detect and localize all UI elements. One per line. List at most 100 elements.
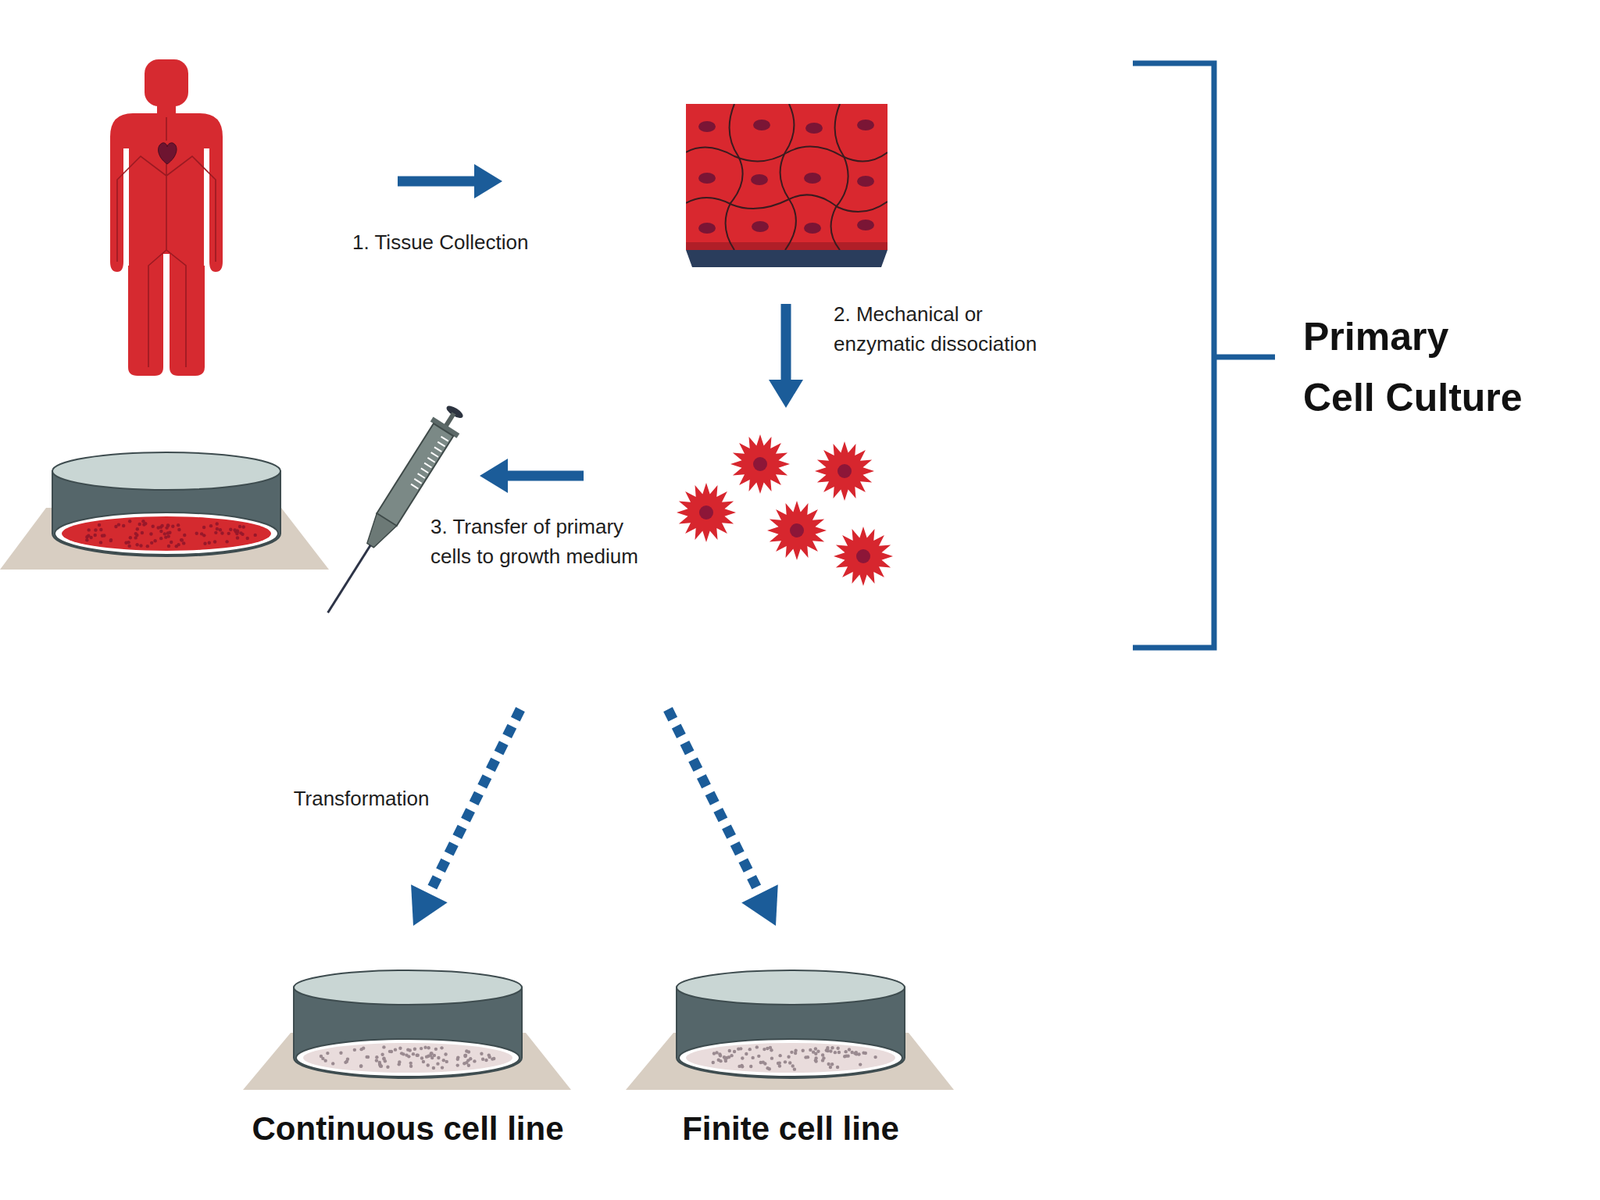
cell-dot xyxy=(788,1060,792,1065)
cell-dot xyxy=(439,1046,443,1050)
cell-dot xyxy=(853,1051,857,1055)
arrow-shaft xyxy=(506,471,584,482)
cell-dot xyxy=(792,1067,797,1071)
graduation xyxy=(414,478,422,484)
cell-dot xyxy=(146,544,150,548)
cell-dot xyxy=(121,524,125,528)
cell-dot xyxy=(343,1060,347,1065)
cell-dot xyxy=(135,542,139,547)
cell-dot xyxy=(718,1059,722,1063)
cell-dot xyxy=(353,1048,357,1052)
cell-dot xyxy=(128,519,132,523)
cell-dot xyxy=(426,1054,430,1058)
primary-dish xyxy=(0,452,329,570)
cell-dot xyxy=(127,544,131,548)
cell-dot xyxy=(235,532,239,536)
cell-dot xyxy=(445,1060,449,1064)
cell-dot xyxy=(388,1050,392,1054)
cell-dot xyxy=(711,1060,715,1065)
cell-dot xyxy=(171,525,175,529)
cell-dot xyxy=(770,1056,774,1060)
cell-dot xyxy=(359,1064,363,1068)
cell-dot xyxy=(440,1065,444,1069)
cell-dot xyxy=(778,1053,782,1058)
cell-dot xyxy=(397,1060,401,1064)
cell-dot xyxy=(432,1066,436,1070)
cell-dot xyxy=(740,1056,744,1060)
graduation xyxy=(421,467,429,473)
cell-dot xyxy=(744,1052,748,1056)
cell-dot xyxy=(825,1049,829,1053)
dissociated-cells xyxy=(676,434,893,586)
nucleus xyxy=(751,221,769,233)
cell-dot xyxy=(225,539,229,543)
cell-dot xyxy=(138,522,142,526)
dish-cells xyxy=(711,1045,878,1072)
cell-dot xyxy=(864,1051,868,1055)
step-arrow xyxy=(397,164,503,199)
cell-dot xyxy=(366,1055,370,1059)
nucleus xyxy=(750,174,768,186)
nucleus xyxy=(698,121,716,133)
dish-illustration xyxy=(625,970,954,1090)
nucleus xyxy=(803,172,822,184)
cell-dot xyxy=(182,541,186,545)
dish-content xyxy=(685,1042,896,1073)
pipette-needle xyxy=(328,545,372,613)
cell-dot xyxy=(844,1053,848,1058)
cell-dot xyxy=(202,525,206,529)
cell-dot xyxy=(456,1063,460,1067)
cell-dot xyxy=(215,521,219,525)
cell-dot xyxy=(166,531,170,535)
cell-dot xyxy=(847,1047,851,1051)
cell-dot xyxy=(393,1047,397,1051)
cell-dot xyxy=(93,528,97,532)
cell-dot xyxy=(86,534,90,538)
cell-dot xyxy=(801,1049,805,1053)
cell xyxy=(833,526,893,586)
nucleus xyxy=(857,175,875,187)
cell-dot xyxy=(850,1050,854,1054)
arrow-head xyxy=(479,458,508,493)
dish-content xyxy=(61,516,272,551)
cell-dot xyxy=(413,1047,417,1051)
cell-dot xyxy=(873,1055,877,1059)
cell-dot xyxy=(215,527,219,531)
cell-dot xyxy=(791,1064,795,1068)
cell-dot xyxy=(235,535,240,540)
pipette xyxy=(314,400,471,622)
cell-dot xyxy=(109,539,113,543)
cell-border xyxy=(831,103,849,250)
step-arrow xyxy=(768,303,804,408)
cell-dot xyxy=(339,1051,343,1055)
cell-dot xyxy=(218,528,222,532)
dish-lid xyxy=(676,970,905,1005)
graduation xyxy=(437,442,445,447)
cell-dot xyxy=(803,1055,808,1059)
cell-dot xyxy=(232,528,236,532)
bracket xyxy=(1132,63,1275,648)
cell-dot xyxy=(811,1050,815,1054)
cell-dot xyxy=(238,525,242,529)
cell-dot xyxy=(835,1046,840,1050)
body xyxy=(110,113,223,376)
cell-dot xyxy=(182,533,186,537)
cell xyxy=(767,500,827,561)
cell-dot xyxy=(830,1062,834,1066)
cell-dot xyxy=(239,531,243,535)
cell-dot xyxy=(821,1058,825,1062)
cell-dot xyxy=(179,538,183,542)
cell-line-dish: Finite cell line xyxy=(610,925,971,1161)
cell-dot xyxy=(436,1056,440,1060)
tissue-block xyxy=(685,103,888,268)
cell-dot xyxy=(411,1052,415,1056)
graduation xyxy=(434,446,442,452)
cell-dot xyxy=(421,1060,425,1064)
cell-dot xyxy=(214,531,218,535)
cell-dot xyxy=(814,1056,818,1060)
cell-dot xyxy=(828,1049,833,1053)
cell-dot xyxy=(177,528,181,532)
cell-dot xyxy=(401,1052,405,1056)
cell-dot xyxy=(833,1050,837,1054)
